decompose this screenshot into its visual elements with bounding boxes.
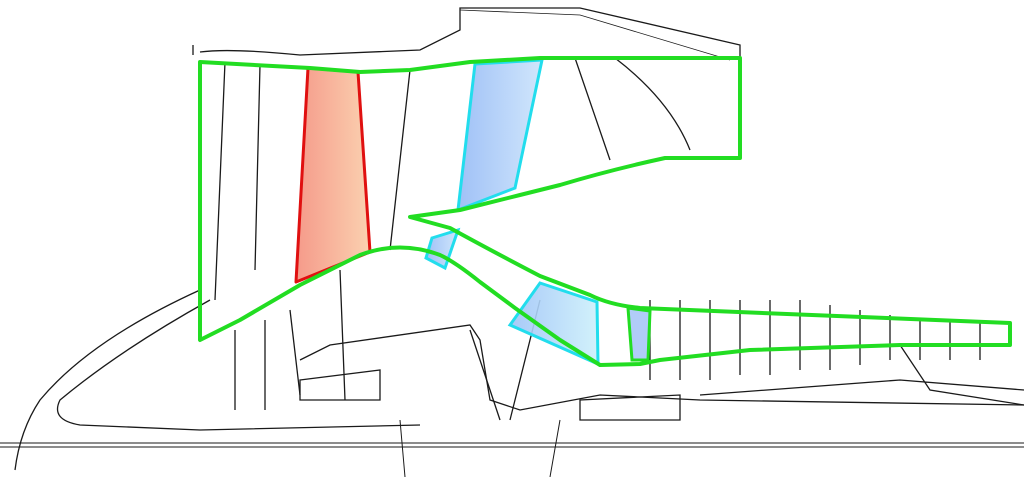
center-dashline	[399, 419, 561, 477]
lower-casing	[699, 344, 1024, 406]
fan-blade-highlight	[294, 66, 372, 284]
outer-casing	[192, 7, 741, 158]
bypass-duct-hatch	[459, 9, 731, 61]
spinner-nose	[14, 289, 201, 471]
support-struts	[289, 269, 541, 421]
inner-structure	[299, 324, 1024, 411]
guide-vanes	[214, 57, 691, 301]
bypass-stage-highlight-upper	[456, 58, 544, 213]
hp-compressor-inlet-highlight	[626, 306, 652, 362]
main-shaft	[0, 442, 1024, 448]
fan-disk-struts	[234, 320, 266, 410]
flowpath-outline	[198, 56, 1012, 367]
bearing-housing	[299, 369, 681, 421]
spinner-inner	[56, 299, 421, 431]
